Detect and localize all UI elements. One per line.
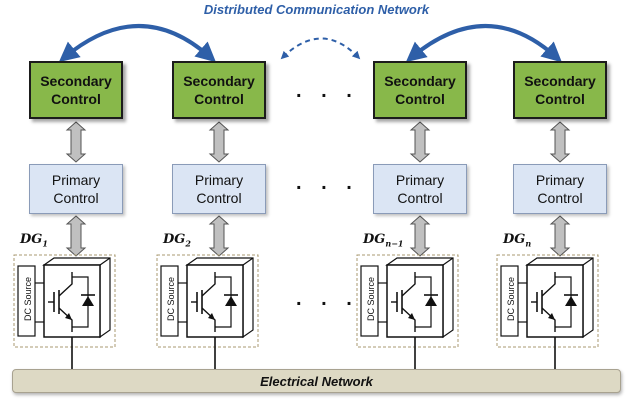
dg-label-base: DG	[503, 232, 526, 247]
electrical-network-bus: Electrical Network	[12, 369, 621, 393]
link-arrow-primary-dg-3	[409, 215, 431, 257]
comm-arc-right	[405, 24, 562, 63]
dg-label-4: DGn	[503, 232, 531, 249]
ellipsis-dg: . . .	[296, 288, 359, 310]
dg-label-1: DG1	[20, 232, 48, 249]
dg-label-subscript: n−1	[385, 238, 404, 249]
comm-arc-middle	[280, 37, 361, 60]
dg-label-subscript: n	[525, 238, 532, 249]
dg-converter-2	[156, 254, 259, 369]
ellipsis-primary: . . .	[296, 172, 359, 194]
link-arrow-primary-dg-1	[65, 215, 87, 257]
dg-label-3: DGn−1	[363, 232, 403, 249]
link-arrow-secondary-primary-1	[65, 121, 87, 163]
dg-label-subscript: 2	[185, 238, 191, 249]
dc-source-label-3: DC Source	[366, 277, 376, 322]
dg-label-base: DG	[363, 232, 386, 247]
link-arrow-secondary-primary-2	[208, 121, 230, 163]
link-arrow-secondary-primary-3	[409, 121, 431, 163]
dg-label-subscript: 1	[42, 238, 48, 249]
link-arrow-secondary-primary-4	[549, 121, 571, 163]
dg-label-base: DG	[163, 232, 186, 247]
dc-source-label-4: DC Source	[506, 277, 516, 322]
dc-source-label-1: DC Source	[23, 277, 33, 322]
dg-converter-1	[13, 254, 116, 369]
comm-arc-left	[58, 24, 216, 63]
dg-converter-3	[356, 254, 459, 369]
electrical-network-label: Electrical Network	[260, 373, 373, 389]
ellipsis-secondary: . . .	[296, 80, 359, 102]
dg-converter-4	[496, 254, 599, 369]
dc-source-label-2: DC Source	[166, 277, 176, 322]
network-title: Distributed Communication Network	[203, 2, 430, 17]
link-arrow-primary-dg-2	[208, 215, 230, 257]
dg-label-base: DG	[20, 232, 43, 247]
dg-label-2: DG2	[163, 232, 191, 249]
link-arrow-primary-dg-4	[549, 215, 571, 257]
